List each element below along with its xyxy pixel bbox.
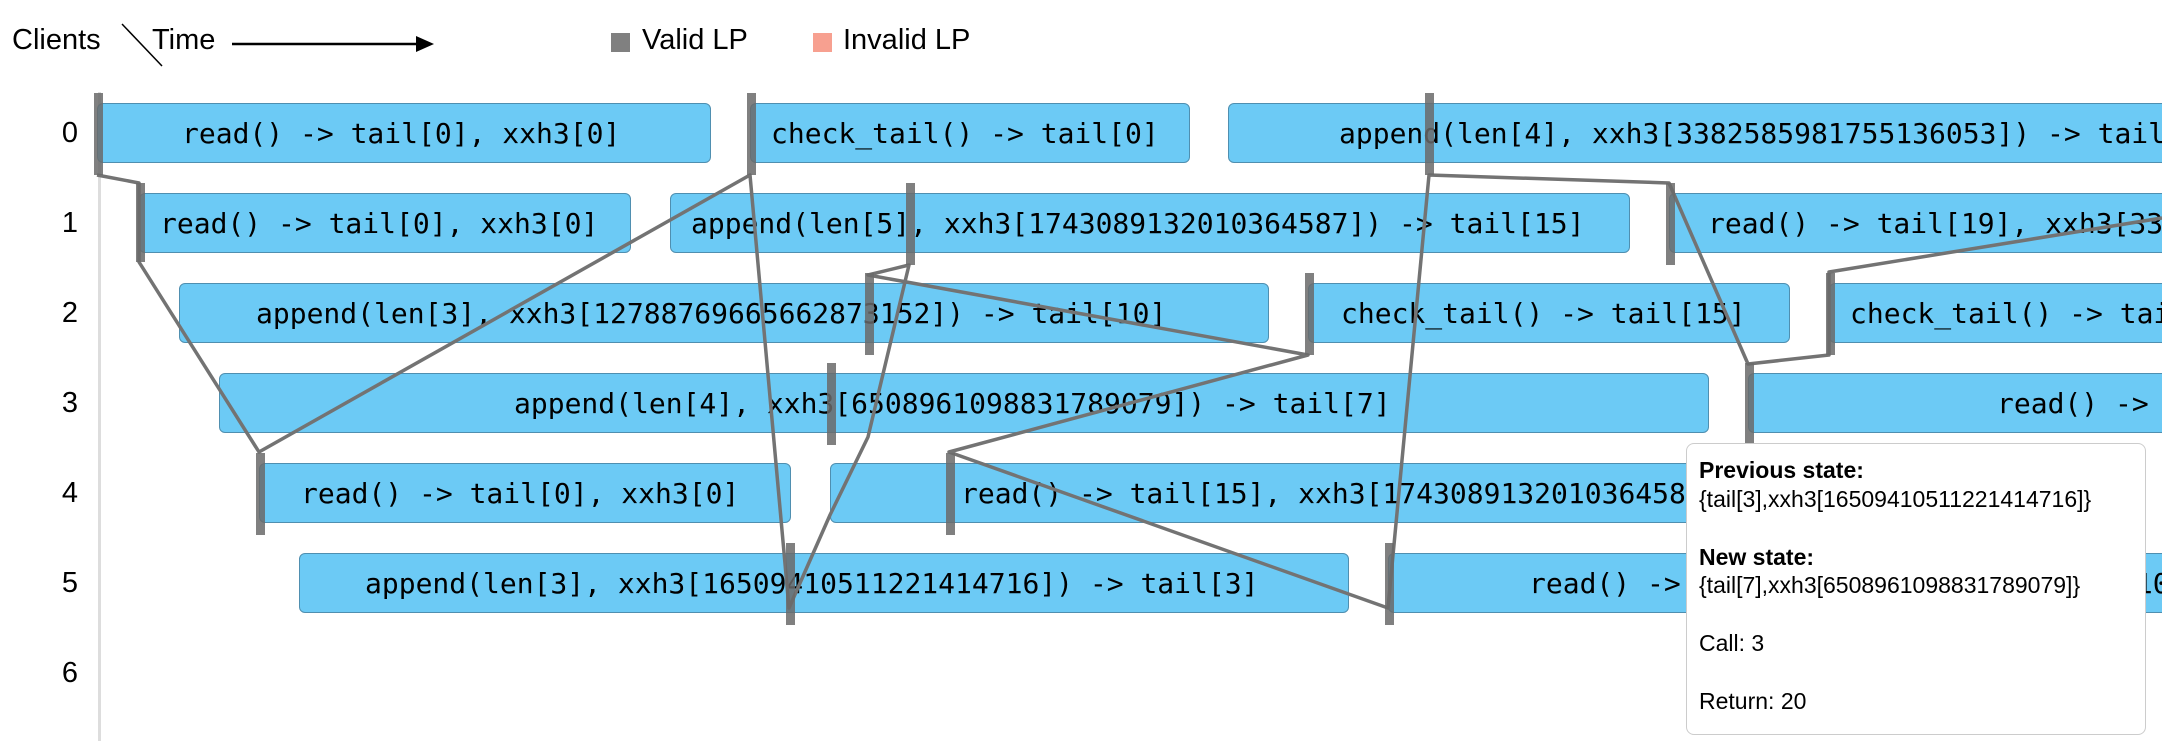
axis-divider-slash	[121, 23, 163, 67]
operation-label: check_tail() -> tail[19]	[1850, 297, 2162, 330]
operation-label: read() -> tail[0], xxh3[0]	[301, 477, 740, 510]
client-row-label: 0	[61, 117, 79, 149]
operation-label: read() -> tail[15], xxh3[174308913201036…	[961, 477, 1720, 510]
operation-box[interactable]: append(len[3], xxh3[12788769665662873152…	[179, 283, 1269, 343]
operation-box[interactable]: read() -> tail[23], xxh3[338258598175513…	[1748, 373, 2162, 433]
operation-box[interactable]: append(len[4], xxh3[3382585981755136053]…	[1228, 103, 2162, 163]
client-row-label: 5	[61, 567, 79, 599]
client-row-label: 4	[61, 477, 79, 509]
operation-box[interactable]: check_tail() -> tail[19]	[1829, 283, 2162, 343]
operation-label: read() -> tail[19], xxh3[338258598175513…	[1708, 207, 2162, 240]
operation-box[interactable]: read() -> tail[19], xxh3[338258598175513…	[1669, 193, 2162, 253]
operation-label: append(len[3], xxh3[12788769665662873152…	[256, 297, 1167, 330]
operation-label: append(len[3], xxh3[16509410511221414716…	[365, 567, 1259, 600]
operation-box[interactable]: check_tail() -> tail[15]	[1308, 283, 1790, 343]
legend-invalid-lp-swatch	[813, 33, 832, 52]
operation-box[interactable]: append(len[3], xxh3[16509410511221414716…	[299, 553, 1349, 613]
state-tooltip: Previous state: {tail[3],xxh3[1650941051…	[1686, 443, 2146, 735]
operation-box[interactable]: read() -> tail[0], xxh3[0]	[139, 193, 631, 253]
operation-box[interactable]: check_tail() -> tail[0]	[750, 103, 1190, 163]
operation-label: read() -> tail[0], xxh3[0]	[160, 207, 599, 240]
operation-label: append(len[5], xxh3[1743089132010364587]…	[691, 207, 1585, 240]
tooltip-previous-state-value: {tail[3],xxh3[16509410511221414716]}	[1699, 485, 2092, 512]
client-row-label: 6	[61, 657, 79, 689]
operation-label: read() -> tail[23], xxh3[338258598175513…	[1997, 387, 2162, 420]
timeline-axis	[98, 92, 101, 741]
clients-axis-label: Clients	[12, 24, 101, 56]
tooltip-new-state-heading: New state:	[1699, 543, 1815, 570]
client-row-label: 1	[61, 207, 79, 239]
client-row-label: 3	[61, 387, 79, 419]
client-row-label: 2	[61, 297, 79, 329]
operation-box[interactable]: append(len[4], xxh3[6508961098831789079]…	[219, 373, 1709, 433]
tooltip-return: Return: 20	[1699, 687, 1807, 714]
tooltip-new-state-value: {tail[7],xxh3[6508961098831789079]}	[1699, 572, 2081, 599]
tooltip-call: Call: 3	[1699, 630, 1765, 656]
operation-label: read() -> tail[0], xxh3[0]	[182, 117, 621, 150]
time-axis-label: Time	[152, 24, 216, 56]
time-arrow-icon	[232, 36, 434, 52]
operation-box[interactable]: read() -> tail[15], xxh3[174308913201036…	[830, 463, 1830, 523]
operation-box[interactable]: read() -> tail[0], xxh3[0]	[97, 103, 711, 163]
linearization-point-marks	[94, 93, 1835, 625]
operation-label: append(len[4], xxh3[3382585981755136053]…	[1339, 117, 2162, 150]
legend-invalid-lp-label: Invalid LP	[843, 24, 971, 56]
operation-label: check_tail() -> tail[0]	[771, 117, 1159, 150]
legend-valid-lp-label: Valid LP	[642, 24, 748, 56]
legend-valid-lp-swatch	[611, 33, 630, 52]
tooltip-previous-state-heading: Previous state:	[1699, 457, 1864, 483]
operation-box[interactable]: read() -> tail[0], xxh3[0]	[259, 463, 791, 523]
operation-box[interactable]: append(len[5], xxh3[1743089132010364587]…	[670, 193, 1630, 253]
operation-label: check_tail() -> tail[15]	[1341, 297, 1746, 330]
operation-label: append(len[4], xxh3[6508961098831789079]…	[514, 387, 1391, 420]
